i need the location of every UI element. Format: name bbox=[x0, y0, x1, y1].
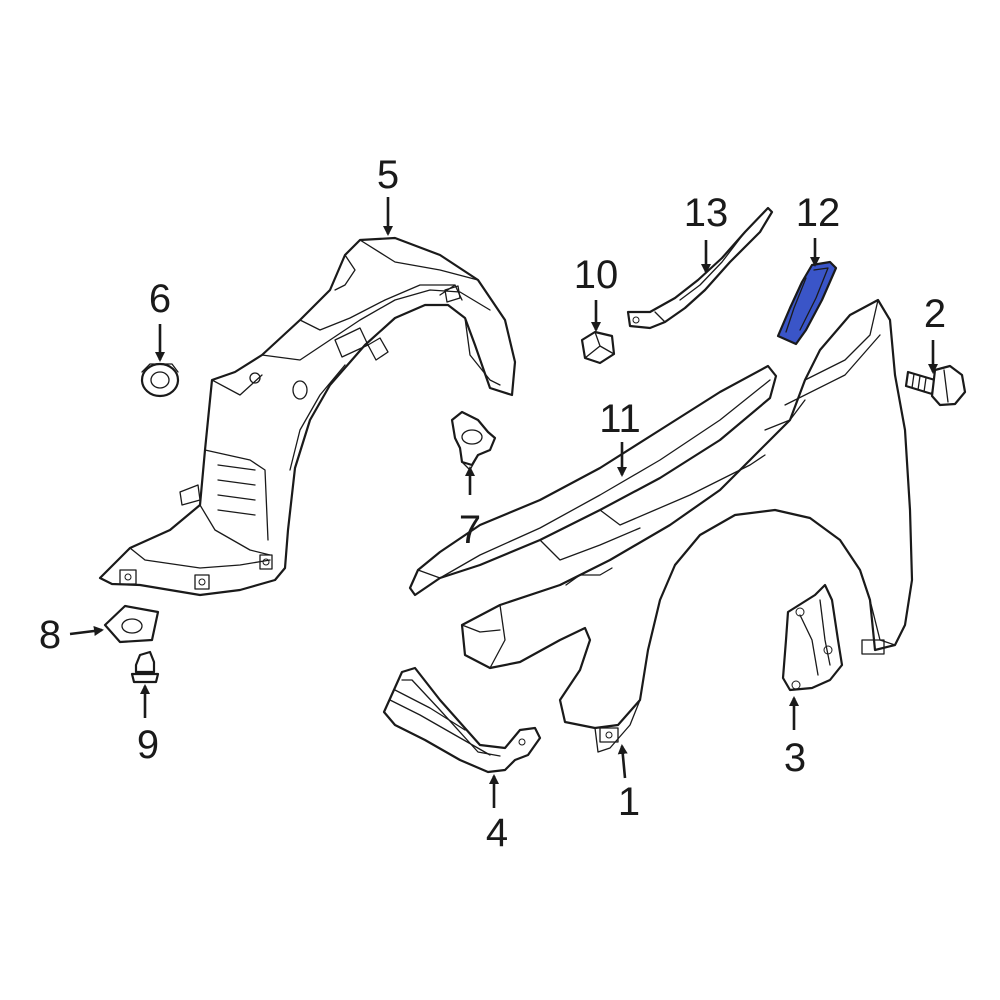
callout-label-6[interactable]: 6 bbox=[149, 277, 171, 321]
highlighted-seal-part[interactable] bbox=[776, 260, 838, 346]
callout-label-12[interactable]: 12 bbox=[796, 191, 841, 235]
callout-label-10[interactable]: 10 bbox=[574, 253, 619, 297]
push-clip-part[interactable] bbox=[130, 650, 160, 684]
callout-label-4[interactable]: 4 bbox=[486, 811, 508, 855]
splash-guard-part[interactable] bbox=[382, 666, 542, 774]
nut-part[interactable] bbox=[580, 330, 616, 365]
bracket-part[interactable] bbox=[450, 410, 497, 471]
top-seal-part[interactable] bbox=[408, 364, 778, 597]
callout-label-7[interactable]: 7 bbox=[459, 508, 481, 552]
clip-nut-part[interactable] bbox=[103, 604, 160, 644]
callout-label-3[interactable]: 3 bbox=[784, 736, 806, 780]
callout-labels: 1 2 3 4 5 6 7 8 9 10 11 12 13 bbox=[39, 153, 946, 855]
callout-arrows bbox=[69, 197, 938, 808]
bolt-part[interactable] bbox=[904, 364, 967, 407]
callout-1-arrow bbox=[617, 744, 628, 779]
callout-label-2[interactable]: 2 bbox=[924, 292, 946, 336]
callout-label-11[interactable]: 11 bbox=[599, 397, 641, 441]
callout-8-arrow bbox=[69, 626, 104, 636]
callout-label-9[interactable]: 9 bbox=[137, 723, 159, 767]
callout-label-13[interactable]: 13 bbox=[684, 191, 729, 235]
fender-liner-part[interactable] bbox=[98, 236, 517, 597]
front-fender-part[interactable] bbox=[460, 298, 914, 753]
callout-label-5[interactable]: 5 bbox=[377, 153, 399, 197]
grommet-part[interactable] bbox=[140, 362, 180, 398]
callout-label-8[interactable]: 8 bbox=[39, 613, 61, 657]
lower-bracket-part[interactable] bbox=[781, 583, 844, 692]
callout-label-1[interactable]: 1 bbox=[618, 780, 640, 824]
